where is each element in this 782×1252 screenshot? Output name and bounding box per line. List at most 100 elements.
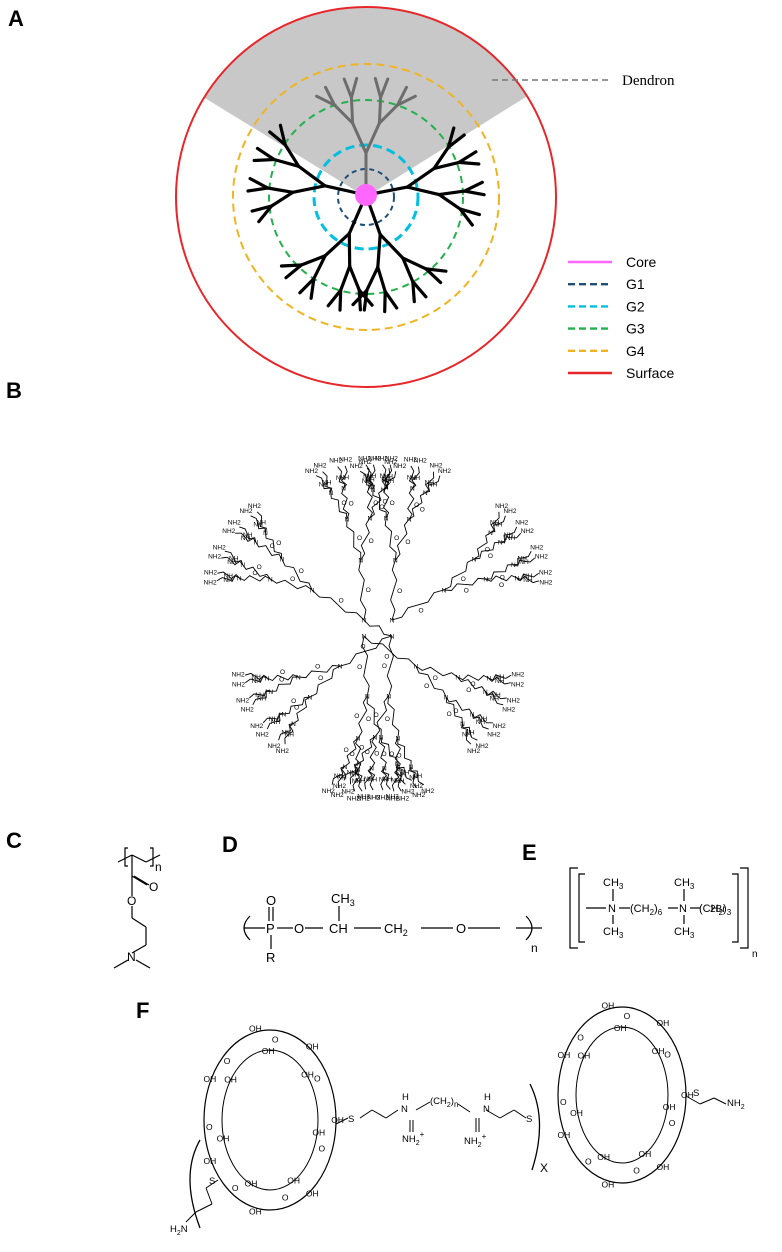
bond-chain bbox=[410, 766, 418, 776]
terminal-nh2-label: NH2 bbox=[385, 455, 398, 462]
structure-f-n-1: N bbox=[401, 1104, 408, 1115]
amine-n-label: N bbox=[384, 515, 389, 522]
left-cd-ring-o: O bbox=[232, 1183, 239, 1193]
amide-nh-label: NH bbox=[523, 577, 533, 584]
terminal-nh2-label: NH2 bbox=[322, 788, 335, 795]
carbonyl-o-label: O bbox=[279, 676, 284, 683]
legend-label-surface: Surface bbox=[626, 365, 674, 381]
branch-segment bbox=[349, 76, 359, 100]
branch-segment bbox=[411, 280, 428, 299]
bond-chain bbox=[366, 695, 375, 717]
branch-segment bbox=[338, 288, 343, 312]
carbonyl-o-label: O bbox=[359, 745, 364, 752]
bond-chain bbox=[296, 574, 313, 591]
amine-n-label: N bbox=[338, 664, 343, 671]
amide-nh-label: NH bbox=[385, 478, 395, 485]
amide-nh-label: NH bbox=[255, 692, 265, 699]
terminal-nh2-label: NH2 bbox=[208, 553, 221, 560]
amine-n-label: N bbox=[382, 765, 387, 772]
amine-n-label: N bbox=[371, 487, 376, 494]
bond-chain bbox=[344, 751, 352, 767]
panel-label-a: A bbox=[8, 6, 24, 31]
right-cd-hydroxyl: OH bbox=[597, 1152, 610, 1162]
cyclodextrin-left bbox=[203, 1029, 337, 1211]
terminal-nh2-label: NH2 bbox=[507, 698, 520, 705]
bond-chain bbox=[382, 464, 387, 476]
bond-chain bbox=[408, 505, 418, 520]
bond-chain bbox=[340, 476, 348, 489]
carbonyl-o-label: O bbox=[366, 587, 371, 594]
structure-f-sulfur-1: S bbox=[348, 1114, 354, 1125]
bond-chain bbox=[407, 503, 413, 520]
terminal-nh2-label: NH2 bbox=[539, 569, 552, 576]
carbonyl-o-label: O bbox=[461, 576, 466, 583]
terminal-nh2-label: NH2 bbox=[339, 456, 352, 463]
bond-chain bbox=[250, 515, 259, 525]
carbonyl-o-label: O bbox=[339, 597, 344, 604]
amine-n-label: N bbox=[393, 558, 398, 565]
left-cd-ring-o: O bbox=[272, 1034, 279, 1044]
branch-segment bbox=[323, 231, 351, 258]
carbonyl-o-label: O bbox=[405, 539, 410, 546]
bond-chain bbox=[445, 696, 455, 711]
amine-n-label: N bbox=[341, 486, 346, 493]
structure-f-sulfur-3: S bbox=[693, 1088, 699, 1099]
amine-n-label: N bbox=[442, 587, 447, 594]
amide-nh-label: NH bbox=[281, 729, 291, 736]
bond-chain bbox=[275, 713, 284, 722]
terminal-nh2-label: NH2 bbox=[515, 520, 528, 527]
amide-nh-label: NH bbox=[363, 473, 373, 480]
bond-chain bbox=[256, 511, 262, 523]
bond-chain bbox=[384, 475, 390, 488]
legend-label-g4: G4 bbox=[626, 343, 645, 359]
bond-chain bbox=[436, 671, 458, 678]
amide-nh-label: NH bbox=[322, 480, 332, 487]
bond-chain bbox=[256, 675, 268, 683]
terminal-nh2-label: NH2 bbox=[521, 528, 534, 535]
left-cd-hydroxyl: OH bbox=[287, 1176, 300, 1186]
bond-chain bbox=[471, 713, 483, 719]
bond-chain bbox=[380, 778, 384, 791]
terminal-nh2-label: NH2 bbox=[487, 731, 500, 738]
bond-chain bbox=[252, 697, 262, 706]
bond-chain bbox=[500, 536, 511, 544]
amide-nh-label: NH bbox=[350, 771, 360, 778]
amide-nh-label: NH bbox=[379, 777, 389, 784]
branch-segment bbox=[376, 232, 382, 269]
carbonyl-o-label: O bbox=[382, 663, 387, 670]
left-cd-hydroxyl: OH bbox=[224, 1075, 237, 1085]
bond-chain bbox=[482, 717, 493, 724]
bond-chain bbox=[364, 517, 371, 540]
carbonyl-o-label: O bbox=[344, 747, 349, 754]
bond-chain bbox=[493, 697, 504, 706]
carbonyl-o-label: O bbox=[360, 643, 365, 650]
amide-nh-label: NH bbox=[518, 556, 528, 563]
structure-e-n1: N bbox=[608, 903, 616, 915]
branch-segment bbox=[396, 85, 408, 107]
branch-segment bbox=[278, 123, 287, 147]
amide-nh-label: NH bbox=[504, 532, 514, 539]
left-cd-hydroxyl: OH bbox=[245, 1178, 258, 1188]
bond-chain bbox=[387, 464, 393, 477]
carbonyl-o-label: O bbox=[270, 543, 275, 550]
bond-chain bbox=[233, 557, 244, 565]
bond-chain bbox=[311, 589, 339, 606]
terminal-nh2-label: NH2 bbox=[511, 682, 524, 689]
bond-chain bbox=[472, 674, 490, 681]
branch-segment bbox=[333, 103, 355, 125]
bond-chain bbox=[369, 503, 377, 519]
bond-chain bbox=[388, 635, 394, 667]
terminal-nh2-label: NH2 bbox=[357, 796, 370, 803]
amine-n-label: N bbox=[407, 517, 412, 524]
branch-segment bbox=[462, 189, 486, 197]
structure-c-repeat-n: n bbox=[155, 860, 162, 874]
terminal-nh2-label: NH2 bbox=[341, 788, 354, 795]
legend-label-g1: G1 bbox=[626, 276, 645, 292]
bond-chain bbox=[490, 523, 499, 534]
bond-chain bbox=[361, 635, 369, 667]
carbonyl-o-label: O bbox=[381, 751, 386, 758]
branch-segment bbox=[246, 186, 270, 193]
legend-label-g3: G3 bbox=[626, 321, 645, 337]
bond-chain bbox=[415, 466, 420, 478]
